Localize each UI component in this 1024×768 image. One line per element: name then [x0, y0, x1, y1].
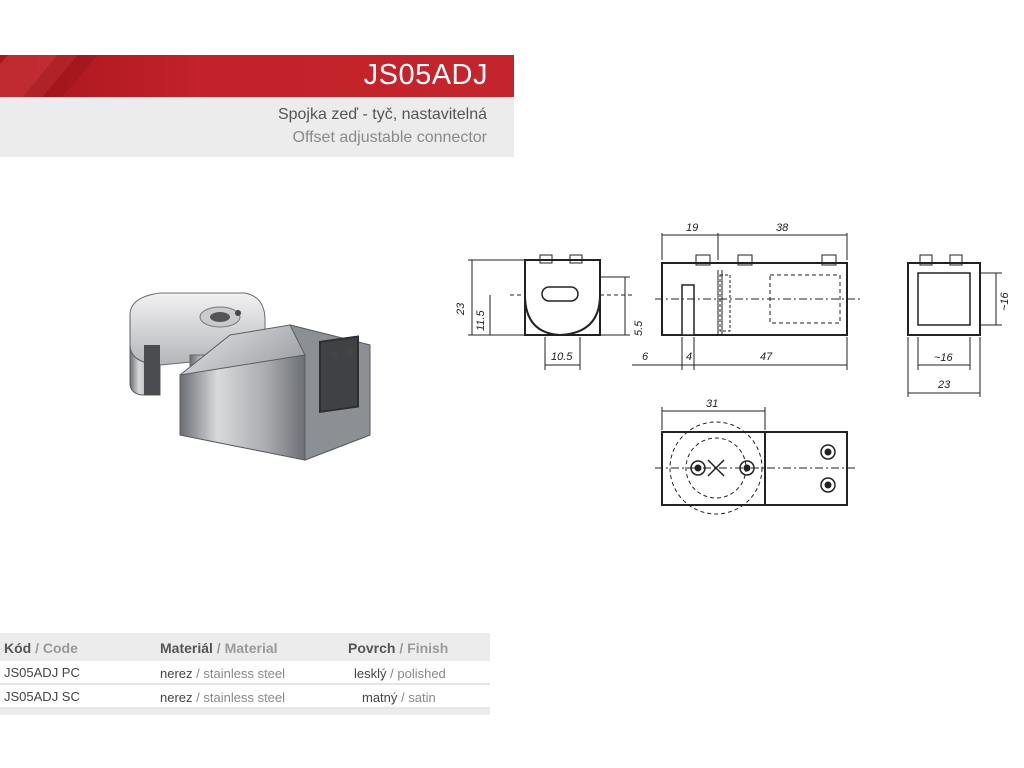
top-view	[655, 407, 855, 515]
product-code-title: JS05ADJ	[363, 59, 488, 91]
table-row: JS05ADJ PC nerez / stainless steel leskl…	[0, 661, 490, 685]
title-banner: JS05ADJ	[0, 55, 514, 97]
dim-front-mid: 11.5	[475, 310, 487, 331]
row-code: JS05ADJ SC	[4, 689, 80, 704]
row-material: nerez / stainless steel	[160, 690, 286, 705]
dim-side-bottom-c: 47	[760, 351, 773, 363]
dim-front-height: 23	[455, 302, 467, 316]
subtitle-banner: Spojka zeď - tyč, nastavitelná Offset ad…	[0, 97, 514, 157]
technical-drawing: 23 11.5 5.5 10.5 19 38 6 4 47	[455, 222, 1010, 515]
table-footer-bar	[0, 709, 490, 715]
dim-top-length: 31	[706, 398, 718, 410]
end-view	[907, 254, 1002, 397]
subtitle-english: Offset adjustable connector	[292, 129, 488, 146]
row-material: nerez / stainless steel	[160, 666, 286, 681]
product-photo	[129, 292, 371, 461]
dim-side-top-left: 19	[686, 222, 698, 234]
table-row: JS05ADJ SC nerez / stainless steel matný…	[0, 685, 490, 709]
dim-side-bottom-a: 6	[642, 351, 649, 363]
header-finish: Povrch / Finish	[348, 640, 449, 656]
row-finish: lesklý / polished	[354, 666, 446, 681]
subtitle-czech: Spojka zeď - tyč, nastavitelná	[277, 106, 487, 123]
row-finish: matný / satin	[362, 690, 436, 705]
header-code: Kód / Code	[4, 640, 78, 656]
side-view	[632, 233, 860, 370]
dim-side-bottom-b: 4	[686, 351, 692, 363]
header-material: Materiál / Material	[160, 640, 278, 656]
front-view	[468, 254, 635, 370]
spec-table: Kód / Code Materiál / Material Povrch / …	[0, 633, 490, 715]
dim-side-top-right: 38	[776, 222, 789, 234]
dim-front-width: 10.5	[551, 351, 573, 363]
dim-end-outer-w: 23	[937, 379, 951, 391]
dim-front-slot: 5.5	[633, 320, 645, 336]
spec-table-header: Kód / Code Materiál / Material Povrch / …	[0, 633, 490, 661]
dim-end-inner-w: ~16	[934, 352, 954, 364]
row-code: JS05ADJ PC	[4, 665, 80, 680]
dim-end-inner-h: ~16	[999, 291, 1010, 311]
